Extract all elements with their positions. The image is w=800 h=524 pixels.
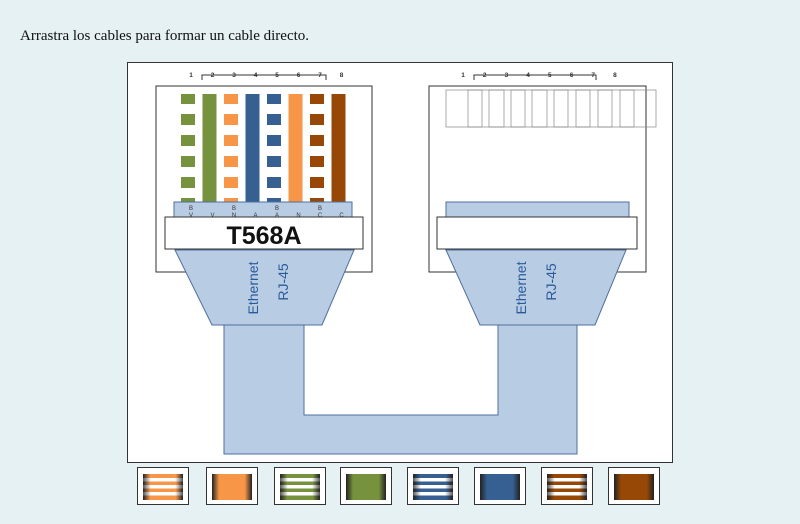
cable-swatch-icon [413, 474, 453, 500]
pin-number: 2 [483, 72, 487, 79]
pin-code-top: B [232, 206, 236, 212]
pin-number: 1 [189, 72, 193, 79]
pin-number: 1 [461, 72, 465, 79]
pin-code-top: B [275, 206, 279, 212]
left-cable-text-rj45: RJ-45 [275, 263, 291, 301]
left-cable-text-ethernet: Ethernet [245, 261, 261, 314]
left-wire-4 [245, 94, 260, 202]
pin-number: 5 [275, 72, 279, 79]
pin-number: 6 [297, 72, 301, 79]
drop-slot-4[interactable] [510, 89, 548, 128]
pin-number: 4 [254, 72, 258, 79]
pin-code-bottom: V [189, 213, 193, 219]
pin-number: 8 [340, 72, 344, 79]
left-wire-5 [267, 94, 281, 202]
right-boot [445, 249, 627, 326]
left-pin-numbers: 1 2 3 4 5 6 7 8 [189, 72, 344, 79]
pin-code-top: B [189, 206, 193, 212]
cable-palette [137, 467, 662, 509]
right-label-box [436, 216, 638, 250]
right-cable-text-ethernet: Ethernet [513, 261, 529, 314]
cable-swatch-icon [480, 474, 520, 500]
pin-number: 6 [570, 72, 574, 79]
cable-orange-striped[interactable] [137, 467, 189, 505]
cable-blue-striped[interactable] [407, 467, 459, 505]
right-cable-text-rj45: RJ-45 [543, 263, 559, 301]
pin-number: 2 [211, 72, 215, 79]
left-wire-3 [224, 94, 238, 202]
left-wire-6 [288, 94, 303, 202]
drop-slot-6[interactable] [553, 89, 591, 128]
pin-code-top: B [318, 206, 322, 212]
drop-slot-2[interactable] [467, 89, 505, 128]
cable-swatch-icon [280, 474, 320, 500]
left-wire-8 [331, 94, 346, 202]
right-drop-slots[interactable] [445, 89, 657, 128]
cable-swatch-icon [614, 474, 654, 500]
pin-number: 8 [613, 72, 617, 79]
left-wire-7 [310, 94, 324, 202]
right-connector: 1 2 3 4 5 6 7 8 Ethernet RJ-45 [428, 72, 657, 326]
drop-slot-5[interactable] [531, 89, 569, 128]
standard-label: T568A [226, 222, 301, 250]
pin-number: 7 [591, 72, 595, 79]
cable-green-solid[interactable] [340, 467, 392, 505]
pin-number: 7 [318, 72, 322, 79]
pin-code-bottom: A [253, 213, 257, 219]
drop-slot-7[interactable] [575, 89, 613, 128]
pin-code-bottom: C [318, 213, 323, 219]
pin-number: 4 [526, 72, 530, 79]
left-wire-slots [181, 94, 346, 202]
cable-brown-solid[interactable] [608, 467, 660, 505]
cable-body [223, 320, 578, 455]
pin-code-bottom: N [232, 213, 236, 219]
standard-label-box [164, 216, 364, 250]
pin-code-bottom: C [339, 213, 344, 219]
drop-slot-1[interactable] [445, 89, 483, 128]
cable-blue-solid[interactable] [474, 467, 526, 505]
pin-code-bottom: V [210, 213, 214, 219]
cable-green-striped[interactable] [274, 467, 326, 505]
instruction-text: Arrastra los cables para formar un cable… [20, 28, 310, 44]
cable-orange-solid[interactable] [206, 467, 258, 505]
cable-swatch-icon [547, 474, 587, 500]
cable-swatch-icon [212, 474, 252, 500]
left-wire-1 [181, 94, 195, 202]
drop-slot-3[interactable] [488, 89, 526, 128]
pin-code-bottom: A [275, 213, 279, 219]
left-wire-2 [202, 94, 217, 202]
drop-slot-9[interactable] [619, 89, 657, 128]
pin-code-bottom: N [296, 213, 300, 219]
cable-brown-striped[interactable] [541, 467, 593, 505]
cable-swatch-icon [143, 474, 183, 500]
pin-number: 5 [548, 72, 552, 79]
pin-number: 3 [505, 72, 509, 79]
drop-slot-8[interactable] [597, 89, 635, 128]
cable-swatch-icon [346, 474, 386, 500]
right-pin-numbers: 1 2 3 4 5 6 7 8 [461, 72, 617, 79]
left-boot [174, 249, 355, 326]
pin-number: 3 [232, 72, 236, 79]
